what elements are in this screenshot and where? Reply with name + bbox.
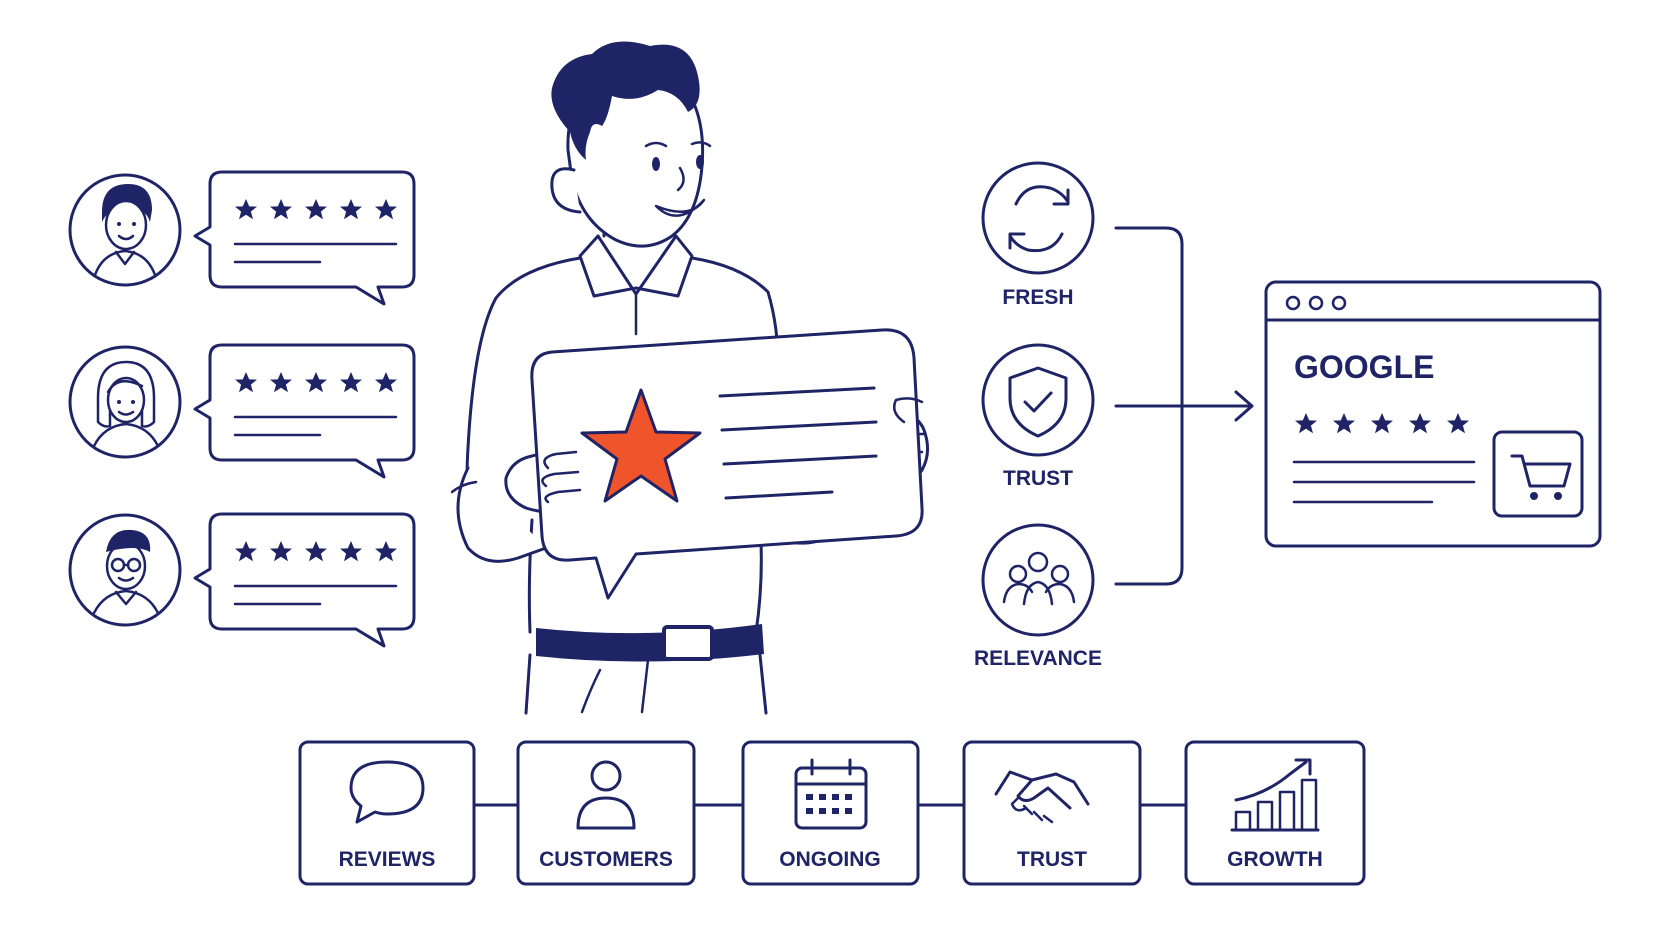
factor-label: TRUST <box>1003 467 1073 490</box>
flow-step-growth: GROWTH <box>1184 740 1366 886</box>
man-avatar-icon <box>68 173 182 287</box>
refresh-icon <box>1008 185 1070 253</box>
arrow-right-icon <box>1234 390 1254 422</box>
star-icon <box>580 388 702 503</box>
factor-trust: TRUST <box>981 343 1095 490</box>
review-bubble-3 <box>193 512 416 648</box>
factor-label: FRESH <box>1002 286 1073 309</box>
factor-fresh: FRESH <box>981 161 1095 309</box>
browser-title: GOOGLE <box>1294 349 1434 385</box>
shopping-cart-icon <box>1492 430 1584 518</box>
review-card-2 <box>68 343 416 479</box>
calendar-icon <box>794 758 868 830</box>
window-dot-icon <box>1285 295 1301 311</box>
flow-label: TRUST <box>1017 848 1087 871</box>
flow-step-trust: TRUST <box>962 740 1142 886</box>
window-dot-icon <box>1331 295 1347 311</box>
speech-bubble-icon <box>349 760 425 824</box>
person-icon <box>576 760 636 830</box>
woman-avatar-icon <box>68 345 182 459</box>
central-review-card <box>530 328 924 600</box>
review-card-1 <box>68 170 416 306</box>
growth-chart-icon <box>1230 758 1320 832</box>
flow-step-customers: CUSTOMERS <box>516 740 696 886</box>
factor-connector <box>1114 226 1254 586</box>
flow-label: ONGOING <box>779 848 881 871</box>
browser-window: GOOGLE <box>1264 280 1602 548</box>
flow-step-ongoing: ONGOING <box>741 740 920 886</box>
glasses-man-avatar-icon <box>68 513 182 627</box>
review-bubble-2 <box>193 343 416 479</box>
flow-label: REVIEWS <box>339 848 436 871</box>
flow-step-reviews: REVIEWS <box>298 740 476 886</box>
flow-label: CUSTOMERS <box>539 848 673 871</box>
shield-check-icon <box>1008 366 1068 438</box>
person-illustration <box>450 41 929 715</box>
people-icon <box>1002 551 1076 606</box>
handshake-icon <box>994 770 1090 824</box>
factor-label: RELEVANCE <box>974 647 1102 670</box>
factor-relevance: RELEVANCE <box>974 523 1102 670</box>
review-bubble-1 <box>193 170 416 306</box>
flow-label: GROWTH <box>1227 848 1323 871</box>
review-card-3 <box>68 512 416 648</box>
window-dot-icon <box>1308 295 1324 311</box>
